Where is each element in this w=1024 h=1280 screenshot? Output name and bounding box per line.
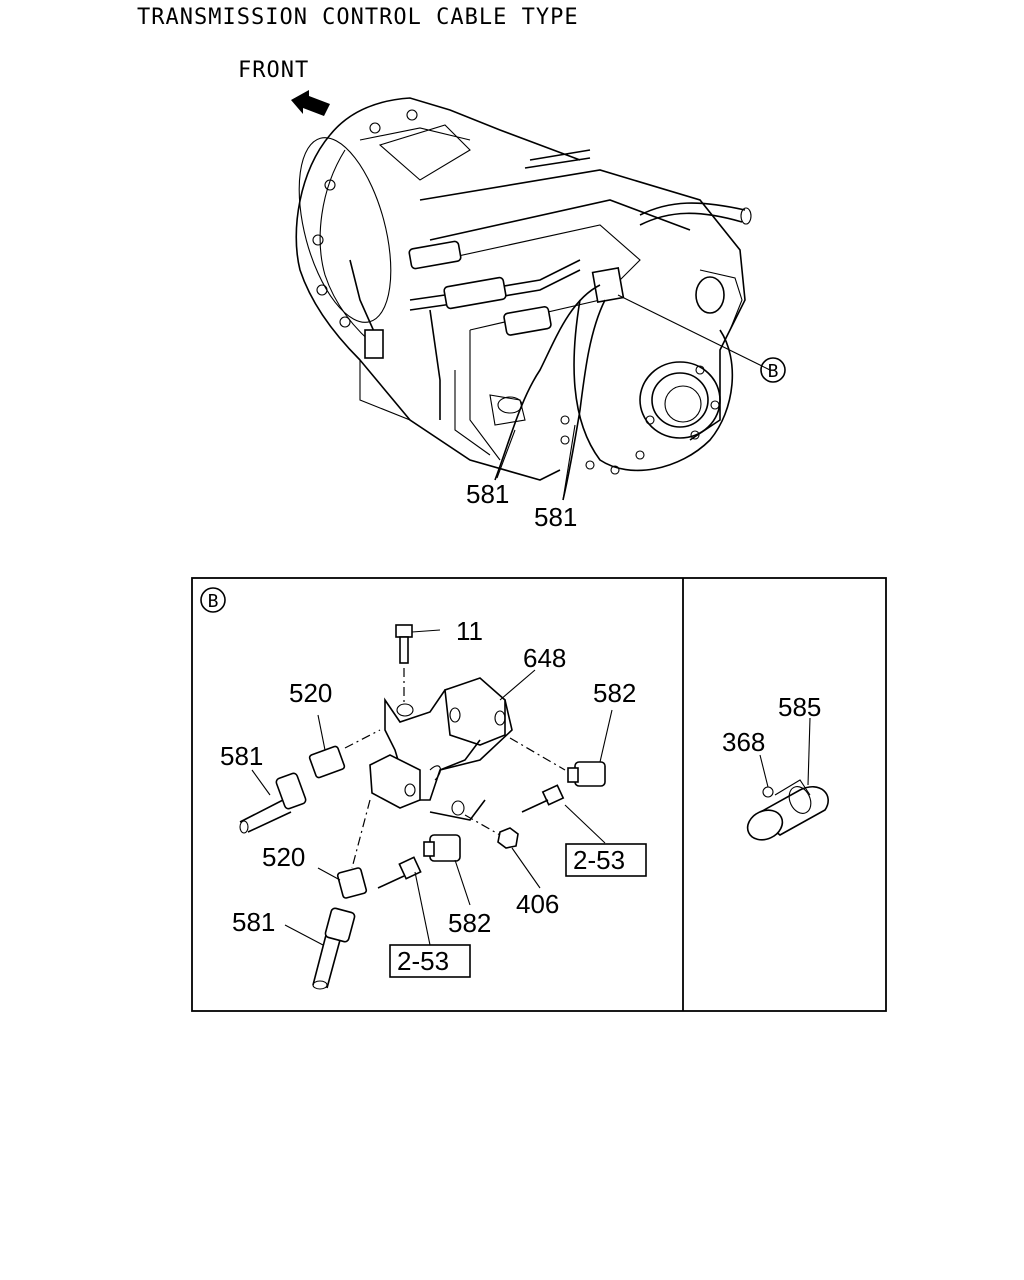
label-11: 11 <box>456 616 483 646</box>
detail-side-parts <box>746 717 829 841</box>
ref-box-upper <box>565 843 647 877</box>
label-582-upper: 582 <box>593 678 636 708</box>
clip-368 <box>762 786 774 798</box>
front-label: FRONT <box>238 58 309 83</box>
label-582-lower: 582 <box>448 908 491 938</box>
front-arrow-icon <box>291 90 330 116</box>
label-2-53-lower: 2-53 <box>397 946 449 976</box>
label-585: 585 <box>778 692 821 722</box>
label-581-right: 581 <box>534 502 577 532</box>
callout-b-marker: B <box>760 357 786 383</box>
label-581-upper: 581 <box>220 741 263 771</box>
label-648: 648 <box>523 643 566 673</box>
label-2-53-upper: 2-53 <box>573 845 625 875</box>
leader-line <box>496 429 516 479</box>
transmission-assembly-illustration <box>295 97 771 501</box>
detail-b-marker: B <box>200 587 226 613</box>
nut-406 <box>497 827 519 849</box>
label-520-upper: 520 <box>289 678 332 708</box>
label-581-lower: 581 <box>232 907 275 937</box>
leader-line <box>562 424 576 501</box>
label-406: 406 <box>516 889 559 919</box>
bolt-head <box>395 624 413 638</box>
label-581-left: 581 <box>466 479 509 509</box>
detail-b-parts <box>239 624 613 990</box>
callout-b-label: B <box>768 361 779 382</box>
label-520-lower: 520 <box>262 842 305 872</box>
ref-box-lower <box>389 944 471 978</box>
detail-frame <box>191 577 887 1012</box>
diagram-title: TRANSMISSION CONTROL CABLE TYPE <box>137 5 579 30</box>
bolt-shank <box>399 636 409 664</box>
detail-b-label: B <box>208 591 219 612</box>
label-368: 368 <box>722 727 765 757</box>
